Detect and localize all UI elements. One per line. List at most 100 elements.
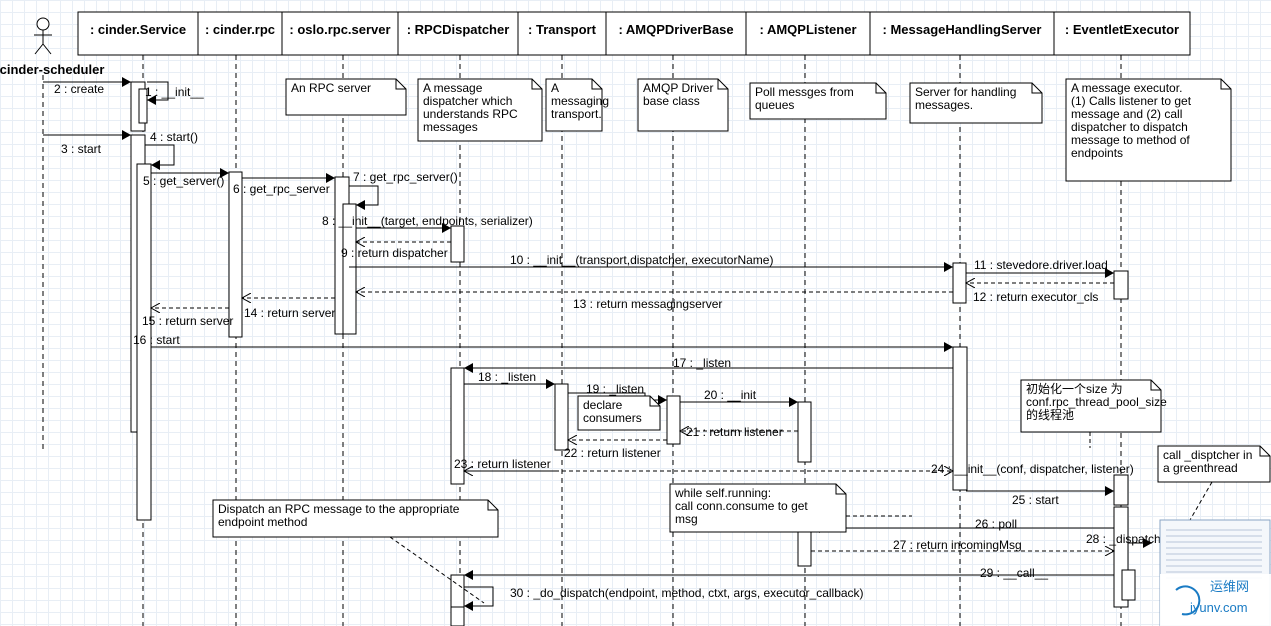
message-label-27: 27 : return incomingMsg [893, 538, 1022, 552]
note-fold-icon [531, 79, 542, 90]
message-label-8: 8 : __init__(target, endpoints, serializ… [322, 214, 533, 228]
lifeline-header-amqpb [605, 11, 747, 56]
message-label-13: 13 : return messagingserver [573, 297, 722, 311]
activation-bar [952, 262, 967, 304]
message-label-25: 25 : start [1012, 493, 1059, 507]
note-fold-icon [835, 484, 846, 495]
note-text-line: messaging [551, 94, 609, 108]
lifeline-label-disp: : RPCDispatcher [407, 22, 510, 37]
lifeline-header-exec [1053, 11, 1191, 56]
note-box [637, 78, 729, 132]
note-fold-icon [717, 79, 728, 90]
lifeline-header-trans [517, 11, 607, 56]
note-text-line: A [551, 81, 559, 95]
note-text-line: queues [755, 98, 794, 112]
note-text-line: understands RPC [423, 107, 518, 121]
note-box [212, 499, 499, 538]
note-text-line: Poll messges from [755, 85, 854, 99]
message-label-5: 5 : get_server() [143, 174, 224, 188]
actor-name: cinder-scheduler [0, 62, 104, 77]
note-text-line: while self.running: [674, 486, 771, 500]
note-text-line: message and (2) call [1071, 107, 1182, 121]
note-fold-icon [1259, 446, 1270, 457]
note-fold-icon [1220, 79, 1231, 90]
message-label-7: 7 : get_rpc_server() [353, 170, 458, 184]
note-text-line: A message [423, 81, 483, 95]
activation-bar [1113, 474, 1129, 506]
note-green: call _disptcher ina greenthread [1157, 445, 1271, 521]
lifeline-label-oslo: : oslo.rpc.server [289, 22, 390, 37]
note-box [545, 78, 603, 132]
note-fold-icon [487, 500, 498, 511]
note-text-line: declare [583, 398, 623, 412]
message-label-4: 4 : start() [150, 130, 198, 144]
message-label-19: 19 : _listen [586, 382, 644, 396]
lifeline-label-amqpb: : AMQPDriverBase [618, 22, 733, 37]
message-label-15: 15 : return server [142, 314, 233, 328]
message-label-6: 6 : get_rpc_server [233, 182, 330, 196]
note-text-line: 的线程池 [1026, 407, 1074, 422]
message-label-11: 11 : stevedore.driver.load [974, 258, 1108, 272]
note-text-line: a greenthread [1163, 461, 1238, 475]
activation-bar [952, 346, 968, 491]
message-label-22: 22 : return listener [564, 446, 661, 460]
note-exec: A message executor.(1) Calls listener to… [1065, 78, 1232, 182]
watermark-subtext: iyunv.com [1190, 600, 1248, 615]
activation-bar [342, 203, 357, 335]
note-text-line: msg [675, 512, 698, 526]
lifeline-header-oslo [281, 11, 399, 56]
message-label-18: 18 : _listen [478, 370, 536, 384]
note-text-line: endpoints [1071, 146, 1123, 160]
message-label-21: 21 : return listener [686, 425, 783, 439]
activation-bar [554, 383, 569, 451]
note-text-line: conf.rpc_thread_pool_size [1026, 395, 1167, 409]
note-fold-icon [395, 79, 406, 90]
note-text-line: message to method of [1071, 133, 1190, 147]
message-label-28: 28 : _dispatch [1086, 532, 1161, 546]
note-text-line: consumers [583, 411, 642, 425]
lifeline-label-trans: : Transport [528, 22, 597, 37]
note-text-line: endpoint method [218, 515, 307, 529]
note-box [909, 82, 1043, 124]
lifeline-header-rpc [197, 11, 283, 56]
activation-bar [450, 606, 465, 626]
message-label-1: 1 : __init__ [145, 85, 204, 99]
lifeline-header-amqpl [745, 11, 871, 56]
message-label-20: 20 : __init [704, 388, 757, 402]
activation-bar [450, 367, 465, 485]
note-text-line: (1) Calls listener to get [1071, 94, 1192, 108]
note-while: while self.running:call conn.consume to … [669, 483, 912, 533]
actor-body-icon [34, 30, 52, 55]
note-text-line: call conn.consume to get [675, 499, 808, 513]
watermark-backdrop [1160, 574, 1271, 626]
lifeline-label-mhs: : MessageHandlingServer [883, 22, 1042, 37]
note-text-line: messages. [915, 98, 973, 112]
note-text-line: messages [423, 120, 478, 134]
message-label-9: 9 : return dispatcher [341, 246, 448, 260]
note-fold-icon [591, 79, 602, 90]
note-text-line: A message executor. [1071, 81, 1182, 95]
lifeline-label-exec: : EventletExecutor [1065, 22, 1179, 37]
actor-head-icon [36, 17, 50, 31]
note-fold-icon [1150, 380, 1161, 391]
activation-bar [797, 401, 812, 463]
note-box [417, 78, 543, 142]
note-text-line: call _disptcher in [1163, 448, 1252, 462]
note-box [285, 78, 407, 116]
note-text-line: Server for handling [915, 85, 1016, 99]
lifeline-label-rpc: : cinder.rpc [205, 22, 275, 37]
activation-bar [228, 171, 243, 338]
message-label-10: 10 : __init__(transport,dispatcher, exec… [510, 253, 773, 267]
note-fold-icon [649, 396, 660, 407]
watermark-logo-icon [1175, 585, 1201, 616]
message-label-26: 26 : poll [975, 517, 1017, 531]
activation-bar [1113, 270, 1129, 300]
activation-bar [136, 163, 152, 521]
watermark-text: 运维网 [1210, 579, 1249, 594]
